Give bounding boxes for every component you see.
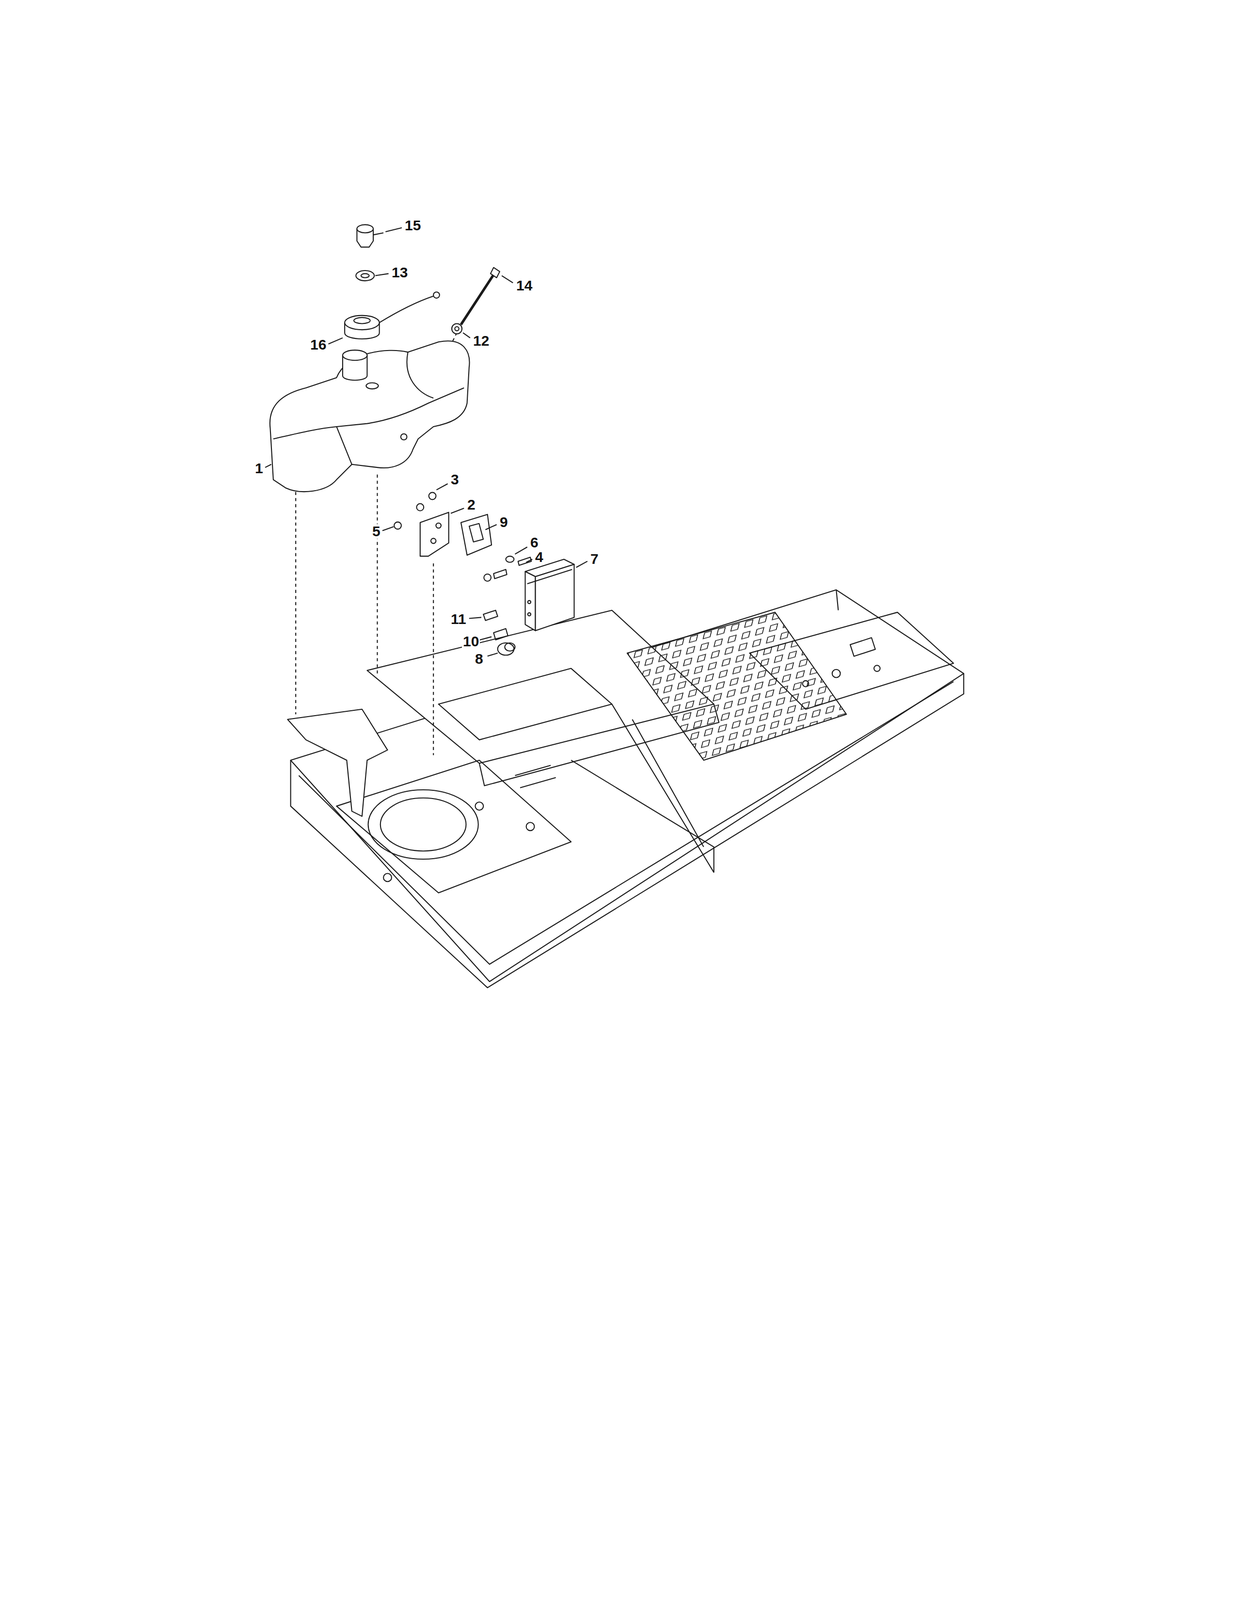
callout-number: 4: [534, 549, 545, 565]
callout-number: 13: [390, 265, 409, 280]
callout-number: 5: [371, 523, 382, 539]
callout-number: 10: [461, 633, 480, 649]
callout-number: 1: [253, 460, 265, 476]
callout-number: 9: [498, 514, 509, 530]
callout-number: 12: [472, 333, 491, 349]
callout-number: 16: [309, 337, 328, 352]
callout-number: 6: [529, 535, 540, 550]
callout-number: 3: [449, 472, 460, 487]
callout-number: 7: [589, 551, 600, 567]
callout-number: 11: [449, 611, 468, 627]
callout-number: 14: [515, 278, 534, 293]
callout-number: 8: [474, 651, 485, 666]
callout-number: 15: [403, 218, 422, 233]
callout-number: 2: [466, 497, 477, 512]
